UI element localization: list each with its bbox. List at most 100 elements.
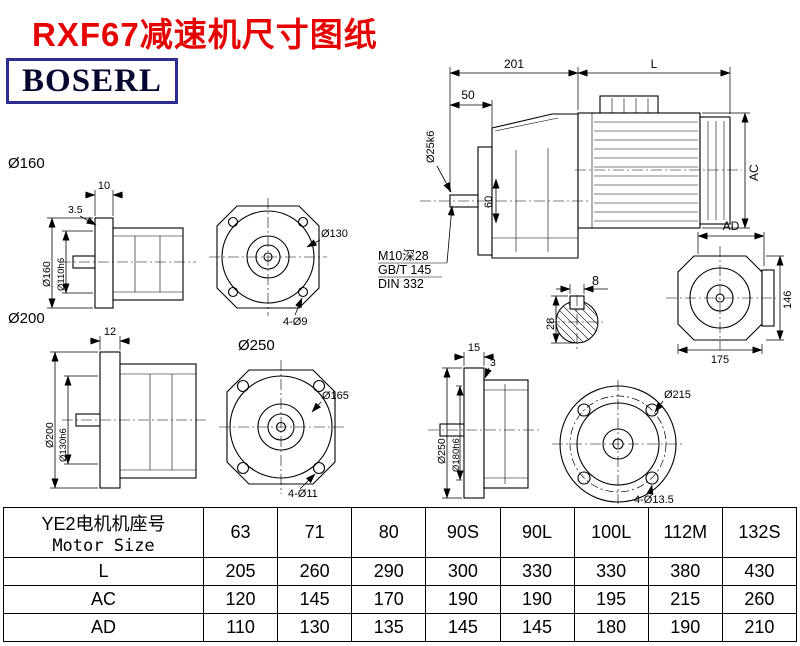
size-cell: 63 [202,507,279,558]
value-cell: 290 [351,557,427,586]
value-cell: 260 [277,557,353,586]
dim-label-shaft-dia: Ø25k6 [425,131,437,163]
dim-label-pilot110: Ø110h6 [56,258,67,291]
dim-label-od200: Ø200 [44,422,56,448]
dim-label-AD: AD [723,219,740,233]
page-title: RXF67减速机尺寸图纸 [32,16,378,53]
value-cell: 190 [647,613,723,642]
value-cell: 210 [721,613,798,642]
flange200-front-view: Ø165 4-Ø11 [219,360,349,500]
value-cell: 120 [202,585,279,614]
value-cell: 170 [351,585,427,614]
motor-size-header-en: Motor Size [52,535,155,556]
dim-label-pilot180: Ø180h6 [451,438,462,472]
housing-160 [112,227,184,301]
section-label-250: Ø250 [238,337,275,354]
dim-label-holes-13-5: 4-Ø13.5 [634,494,674,506]
value-cell: 145 [425,613,501,642]
value-cell: 190 [425,585,501,614]
shaft-key-section: 8 28 [545,274,608,350]
bolt-hole [312,379,326,393]
bolt-hole [297,216,309,228]
dim-label-28: 28 [545,318,557,330]
motor-size-header: YE2电机机座号 Motor Size [3,507,204,558]
section-label-200: Ø200 [8,310,45,327]
value-cell: 130 [277,613,353,642]
value-cell: 430 [721,557,798,586]
table-row-AD: AD 110 130 135 145 145 180 190 210 [3,613,798,642]
section-label-160: Ø160 [8,155,45,172]
dim-label-holes-11: 4-Ø11 [288,488,318,500]
flange-160 [94,217,114,309]
table-header-row: YE2电机机座号 Motor Size 63 71 80 90S 90L 100… [3,507,798,558]
dim-label-3-5: 3.5 [68,204,83,216]
dim-label-3: 3 [490,357,496,369]
bolt-hole [236,461,250,475]
bolt-hole [645,471,659,485]
size-cell: 71 [277,507,353,558]
value-cell: 260 [721,585,798,614]
dim-label-pilot130: Ø130h6 [58,428,69,462]
motor-size-header-cn: YE2电机机座号 [41,513,166,534]
dim-label-bolt165: Ø165 [322,390,349,402]
bolt-hole [236,379,250,393]
dim-label-L: L [651,57,658,71]
value-cell: 180 [573,613,649,642]
value-cell: 110 [202,613,279,642]
dimension-table: YE2电机机座号 Motor Size 63 71 80 90S 90L 100… [3,507,798,642]
technical-drawing: 201 L 50 Ø25k6 60 AC M10深28 GB/T 145 DIN… [8,57,794,506]
dim-label-12: 12 [104,326,116,338]
flange-250 [463,367,485,499]
dim-label-8: 8 [592,274,599,288]
bolt-hole [312,461,326,475]
size-cell: 90S [425,507,501,558]
dim-label-AC: AC [747,164,761,181]
terminal-box [599,95,659,114]
bolt-hole [227,216,239,228]
motor-end-view: AD 146 175 [666,219,794,366]
bolt-hole [297,286,309,298]
size-cell: 132S [721,507,798,558]
table-row-AC: AC 120 145 170 190 190 195 215 260 [3,585,798,614]
flange160-side-view: 10 3.5 Ø160 Ø110h6 [41,180,196,309]
flange250-side-view: 15 3 Ø250 Ø180h6 [428,342,540,499]
value-cell: 145 [499,613,575,642]
dim-label-bolt130: Ø130 [321,228,348,240]
value-cell: 135 [351,613,427,642]
dim-label-od250: Ø250 [436,438,448,464]
dim-label-holes-9: 4-Ø9 [283,316,307,328]
main-assembly-view: 201 L 50 Ø25k6 60 AC M10深28 GB/T 145 DIN… [378,57,761,291]
value-cell: 330 [499,557,575,586]
flange160-front-view: Ø130 4-Ø9 [209,198,348,328]
row-label-AD: AD [3,613,204,642]
gear-housing [491,113,579,259]
housing-250 [483,379,529,489]
dim-label-201: 201 [504,57,524,71]
value-cell: 215 [647,585,723,614]
dim-label-bolt215: Ø215 [664,389,691,401]
row-label-L: L [3,557,204,586]
bolt-hole [577,471,591,485]
bolt-hole [227,286,239,298]
value-cell: 300 [425,557,501,586]
fan-cover [699,116,731,225]
value-cell: 205 [202,557,279,586]
dim-label-15: 15 [468,342,480,354]
dim-label-50: 50 [461,88,475,102]
dim-label-60: 60 [483,196,495,208]
dim-label-175: 175 [711,354,729,366]
dim-label-146: 146 [782,291,794,309]
bolt-hole [577,403,591,417]
row-label-AC: AC [3,585,204,614]
size-cell: 80 [351,507,427,558]
dim-label-10: 10 [98,180,110,192]
flange250-front-view: Ø215 4-Ø13.5 [552,380,691,506]
value-cell: 195 [573,585,649,614]
thread-note-line2: GB/T 145 [378,263,431,277]
dim-label-od160: Ø160 [41,261,53,287]
table-row-L: L 205 260 290 300 330 330 380 430 [3,557,798,586]
brand-logo: BOSERL [6,58,178,104]
value-cell: 145 [277,585,353,614]
thread-note-line3: DIN 332 [378,277,424,291]
